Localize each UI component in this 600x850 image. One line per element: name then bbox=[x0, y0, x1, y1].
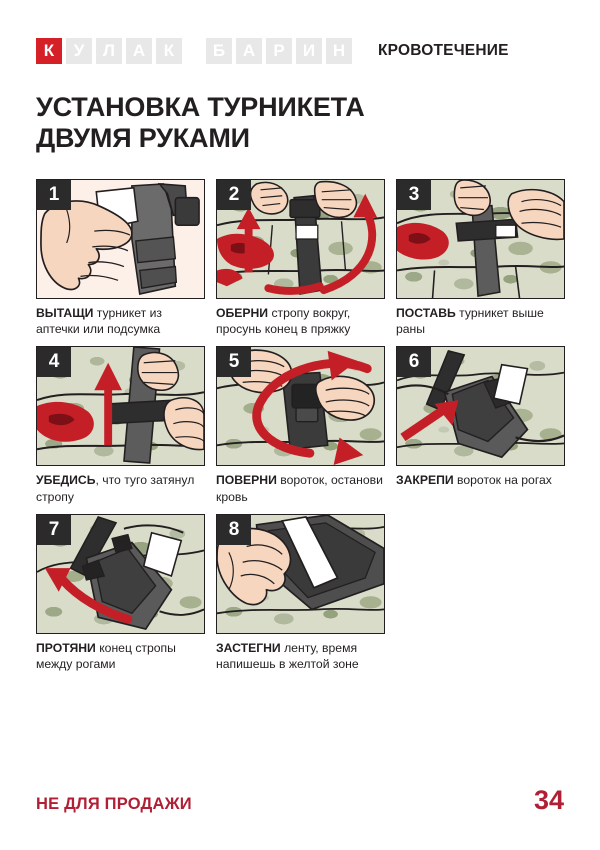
step-caption-text: вороток на рогах bbox=[453, 473, 552, 488]
step-caption-text: конец стропы между рогами bbox=[36, 641, 176, 672]
step-illustration: 8 bbox=[216, 514, 385, 634]
step-caption-keyword: УБЕДИСЬ bbox=[36, 473, 96, 488]
step-caption: УБЕДИСЬ, что туго затянул стропу bbox=[36, 472, 205, 505]
step-caption-keyword: ПРОТЯНИ bbox=[36, 641, 96, 655]
brand-tile: Б bbox=[206, 38, 232, 64]
brand-word-kulak: К У Л А К bbox=[36, 38, 182, 64]
step-item: 4 УБЕДИСЬ, что туго затянул стропу bbox=[36, 346, 205, 505]
step-number-badge: 7 bbox=[37, 515, 71, 545]
brand-tile: Р bbox=[266, 38, 292, 64]
step-item: 3 ПОСТАВЬ турникет выше раны bbox=[396, 178, 565, 338]
step-caption-keyword: ЗАКРЕПИ bbox=[396, 473, 454, 488]
step-item: 8 ЗАСТЕГНИ ленту, время напишешь в желто… bbox=[216, 514, 385, 673]
step-caption-text: турникет выше раны bbox=[396, 305, 544, 336]
brand-tile: К bbox=[36, 38, 62, 64]
brand-tile: А bbox=[126, 38, 152, 64]
step-caption: ПРОТЯНИ конец стропы между рогами bbox=[36, 640, 205, 673]
step-illustration: 4 bbox=[36, 346, 205, 467]
brand-tile: Н bbox=[326, 38, 352, 64]
step-caption-text: стропу вокруг, просунь конец в пряжку bbox=[216, 305, 351, 336]
step-illustration: 2 bbox=[216, 178, 385, 299]
step-caption-text: ленту, время напишешь в желтой зоне bbox=[216, 641, 359, 672]
page-footer: НЕ ДЛЯ ПРОДАЖИ 34 bbox=[36, 787, 564, 814]
brand-word-barin: Б А Р И Н bbox=[206, 38, 352, 64]
brand-logo: К У Л А К Б А Р И Н bbox=[36, 38, 352, 64]
step-caption-keyword: ОБЕРНИ bbox=[216, 305, 269, 320]
step-illustration: 6 bbox=[396, 346, 565, 467]
brand-tile: И bbox=[296, 38, 322, 64]
step-caption: ЗАСТЕГНИ ленту, время напишешь в желтой … bbox=[216, 640, 385, 673]
step-number-badge: 1 bbox=[37, 179, 71, 210]
step-caption-keyword: ВЫТАЩИ bbox=[36, 305, 94, 320]
step-number-badge: 6 bbox=[397, 347, 431, 378]
brand-tile: У bbox=[66, 38, 92, 64]
step-illustration: 1 bbox=[36, 178, 205, 299]
brand-tile: К bbox=[156, 38, 182, 64]
step-number-badge: 3 bbox=[397, 179, 431, 210]
page-number: 34 bbox=[533, 785, 564, 815]
brand-tile: Л bbox=[96, 38, 122, 64]
step-item: 6 ЗАКРЕПИ вороток на рогах bbox=[396, 346, 565, 505]
brand-tile: А bbox=[236, 38, 262, 64]
step-caption-keyword: ПОСТАВЬ bbox=[396, 305, 456, 320]
page-header: К У Л А К Б А Р И Н КРОВОТЕЧЕНИЕ bbox=[36, 36, 564, 66]
step-item: 7 ПРОТЯНИ конец стропы между рогами bbox=[36, 514, 205, 673]
step-item: 1 ВЫТАЩИ турникет из аптечки или подсумк… bbox=[36, 178, 205, 338]
step-caption: ПОВЕРНИ вороток, останови кровь bbox=[216, 472, 385, 505]
step-number-badge: 8 bbox=[217, 515, 251, 545]
step-caption: ПОСТАВЬ турникет выше раны bbox=[396, 305, 565, 338]
step-caption-text: турникет из аптечки или подсумка bbox=[36, 305, 162, 336]
step-caption: ЗАКРЕПИ вороток на рогах bbox=[396, 472, 565, 488]
step-number-badge: 4 bbox=[37, 347, 71, 378]
step-caption-keyword: ПОВЕРНИ bbox=[216, 473, 277, 488]
topic-label: КРОВОТЕЧЕНИЕ bbox=[378, 42, 509, 59]
page-title: УСТАНОВКА ТУРНИКЕТА ДВУМЯ РУКАМИ bbox=[36, 92, 365, 154]
step-caption: ОБЕРНИ стропу вокруг, просунь конец в пр… bbox=[216, 305, 385, 338]
steps-grid: 1 ВЫТАЩИ турникет из аптечки или подсумк… bbox=[36, 178, 565, 673]
step-illustration: 5 bbox=[216, 346, 385, 467]
step-number-badge: 5 bbox=[217, 347, 251, 378]
step-item: 2 ОБЕРНИ стропу вокруг, просунь конец в … bbox=[216, 178, 385, 338]
step-caption: ВЫТАЩИ турникет из аптечки или подсумка bbox=[36, 305, 205, 338]
step-caption-text: вороток, останови кровь bbox=[216, 473, 383, 504]
step-illustration: 7 bbox=[36, 514, 205, 634]
step-item: 5 ПОВЕРНИ вороток, останови кровь bbox=[216, 346, 385, 505]
step-caption-keyword: ЗАСТЕГНИ bbox=[216, 641, 281, 655]
not-for-sale-note: НЕ ДЛЯ ПРОДАЖИ bbox=[36, 795, 192, 813]
step-illustration: 3 bbox=[396, 178, 565, 299]
step-caption-text: , что туго затянул стропу bbox=[36, 473, 195, 504]
step-number-badge: 2 bbox=[217, 179, 251, 210]
